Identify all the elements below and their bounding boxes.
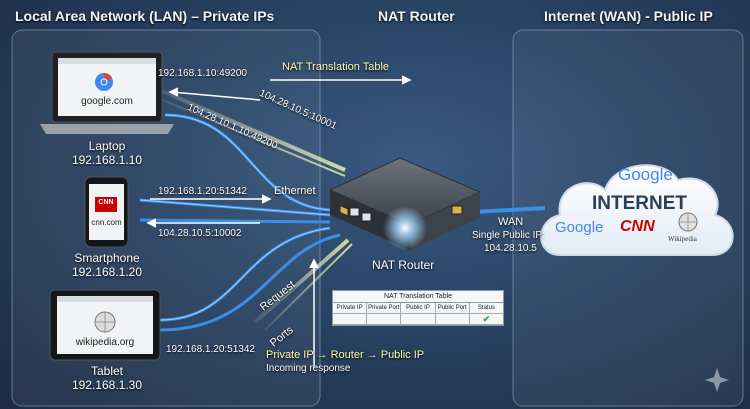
router-port-1	[339, 204, 349, 217]
wan-header: Internet (WAN) - Public IP	[544, 8, 713, 24]
single-public-ip-label: Single Public IP:	[472, 230, 545, 241]
router-header: NAT Router	[378, 8, 455, 24]
nat-table-title: NAT Translation Table	[333, 291, 503, 303]
phone-label: Smartphone 192.168.1.20	[57, 251, 157, 279]
internet-title: INTERNET	[592, 193, 687, 214]
nat-cell-empty	[435, 314, 470, 325]
nat-col-private-ip: Private IP	[333, 303, 368, 314]
router-led	[383, 206, 427, 250]
nat-cell-empty	[333, 314, 368, 325]
nat-table-row: ✔	[333, 314, 504, 325]
router-wan-port	[451, 205, 463, 215]
nat-col-public-port: Public Port	[435, 303, 470, 314]
nat-col-public-ip: Public IP	[401, 303, 436, 314]
nat-col-status: Status	[469, 303, 504, 314]
phone-cnn-logo: CNN	[98, 199, 114, 206]
tablet-in-ip: 192.168.1.20:51342	[166, 344, 255, 355]
google-logo-bottom: Google	[555, 219, 604, 236]
nat-col-private-port: Private Port	[367, 303, 402, 314]
nat-cell-empty	[367, 314, 402, 325]
flow-arrows	[146, 75, 412, 368]
laptop-screen-text: google.com	[81, 96, 133, 107]
status-check-icon: ✔	[469, 314, 504, 325]
phone-out-ip: 192.168.1.20:51342	[158, 186, 247, 197]
laptop-ip: 192.168.1.10	[71, 153, 143, 167]
nat-router	[328, 157, 482, 250]
laptop-out-ip: 192.168.1.10:49200	[158, 68, 247, 79]
incoming-response-label: Incoming response	[266, 363, 351, 374]
wan-label: WAN	[498, 216, 524, 228]
laptop-name: Laptop	[88, 139, 126, 153]
cnn-logo-box	[95, 197, 117, 212]
laptop-in-arrow	[171, 91, 261, 101]
router-label: NAT Router	[372, 258, 435, 272]
nat-table-arrow-label: NAT Translation Table	[282, 61, 390, 73]
phone-in-ip: 104.28.10.5:10002	[158, 228, 242, 239]
phone-name: Smartphone	[74, 251, 140, 265]
tablet-label: Tablet 192.168.1.30	[57, 364, 157, 392]
path-label: Private IP → Router → Public IP	[266, 349, 425, 361]
phone-ip: 192.168.1.20	[71, 265, 143, 279]
tablet-name: Tablet	[90, 364, 124, 378]
wikipedia-logo-text: Wikipedia	[668, 235, 697, 243]
laptop-label: Laptop 192.168.1.10	[57, 139, 157, 167]
single-public-ip: 104.28.10.5	[484, 243, 537, 254]
phone-device	[84, 176, 129, 248]
tablet-ip: 192.168.1.30	[71, 378, 143, 392]
phone-screen-text: cnn.com	[91, 218, 122, 227]
nat-cell-empty	[401, 314, 436, 325]
ethernet-label: Ethernet	[274, 185, 316, 197]
sparkle-icon	[705, 368, 729, 392]
light-rays	[154, 86, 353, 331]
nat-translation-table: NAT Translation Table Private IP Private…	[332, 290, 504, 326]
nat-table-header-row: Private IP Private Port Public IP Public…	[333, 303, 504, 314]
internet-cloud	[540, 164, 734, 256]
google-logo-top: Google	[618, 165, 673, 184]
laptop-device	[40, 51, 174, 134]
lan-header: Local Area Network (LAN) – Private IPs	[15, 8, 275, 24]
tablet-device	[49, 289, 161, 361]
tablet-screen-text: wikipedia.org	[75, 337, 135, 348]
cnn-logo: CNN	[620, 218, 655, 235]
